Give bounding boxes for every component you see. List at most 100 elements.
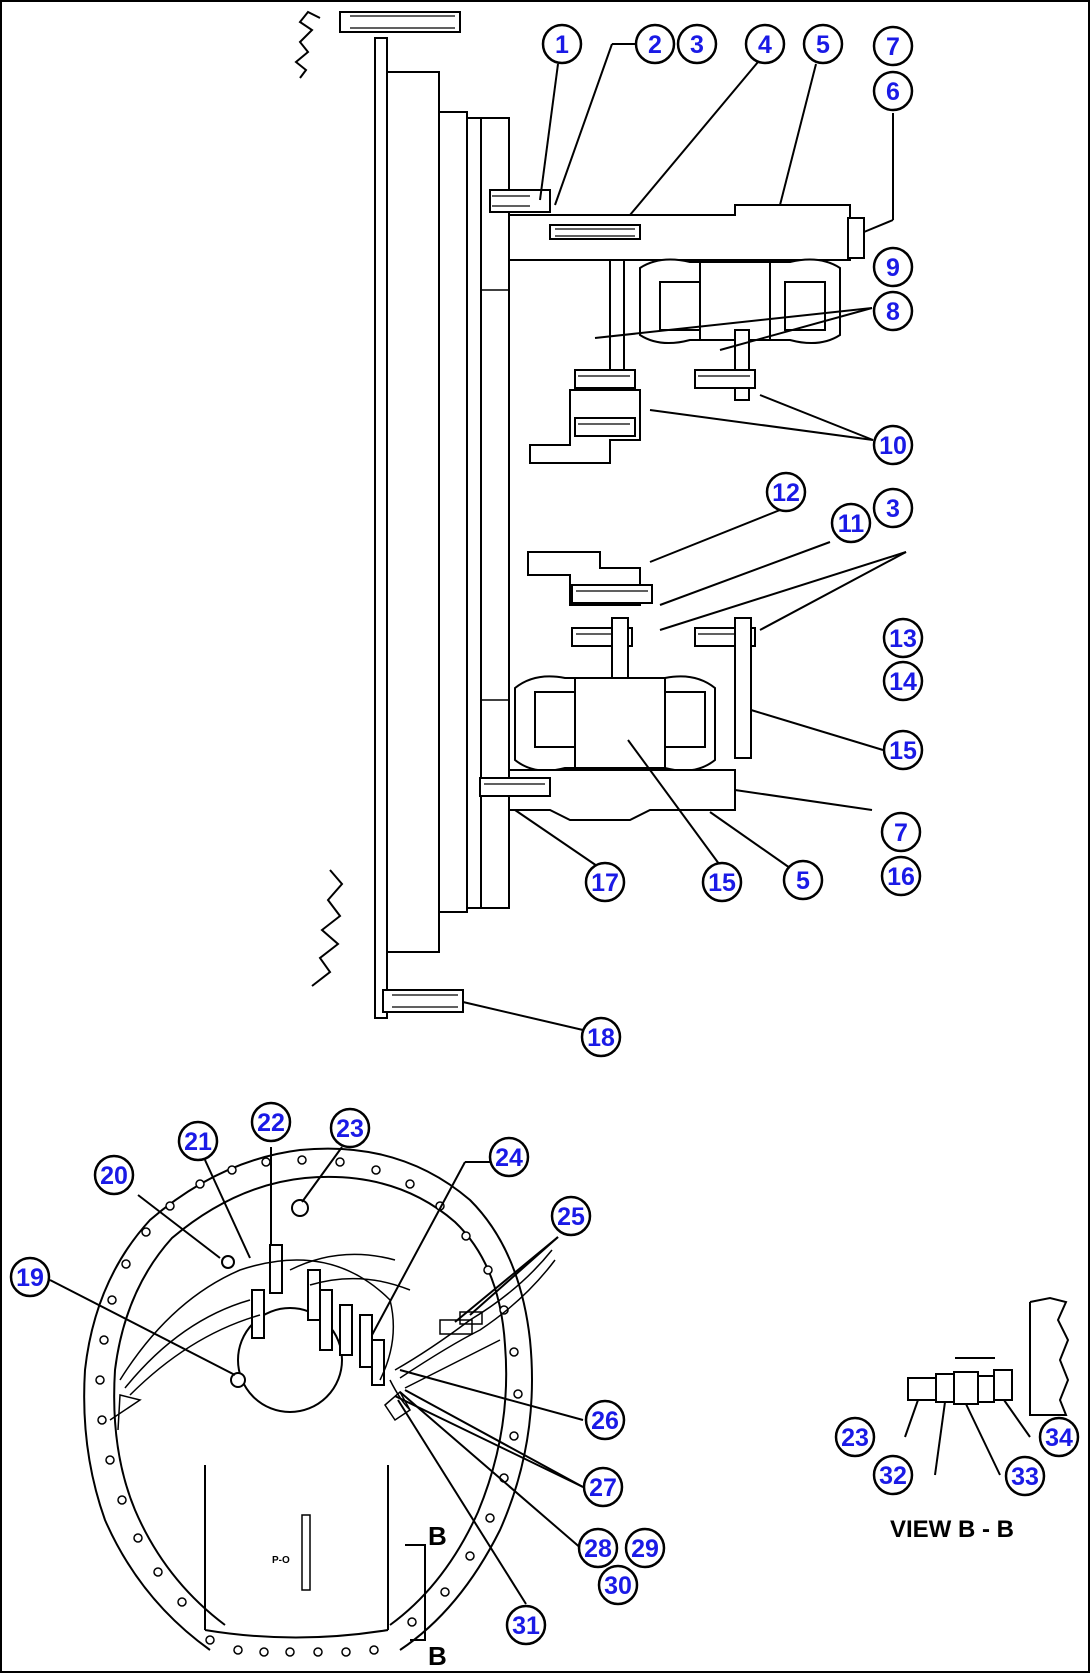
callout-label: 15 <box>889 737 917 765</box>
callout-c16: 16 <box>880 855 922 897</box>
callout-c13: 13 <box>882 617 924 659</box>
break-line-top <box>294 10 321 79</box>
callout-label: 18 <box>587 1024 615 1052</box>
callout-label: 24 <box>495 1144 523 1172</box>
callout-c24: 24 <box>488 1136 530 1178</box>
callout-c17: 17 <box>584 861 626 903</box>
callout-label: 19 <box>16 1264 44 1292</box>
callout-circle <box>250 1101 292 1143</box>
callout-label: 13 <box>889 625 917 653</box>
lower-coil-right-cap <box>664 691 706 748</box>
callout-circle <box>782 859 824 901</box>
callout-circle <box>882 660 924 702</box>
callout-label: 33 <box>1011 1463 1039 1491</box>
callout-label: 14 <box>889 668 917 696</box>
callout-c3b: 3 <box>872 487 914 529</box>
callout-c7a: 7 <box>872 25 914 67</box>
callout-circle <box>1004 1455 1046 1497</box>
upper-coil-left-cap <box>659 281 701 331</box>
callout-c6: 6 <box>872 70 914 112</box>
callout-c15b: 15 <box>701 861 743 903</box>
view-b-b-label: VIEW B - B <box>890 1516 1014 1543</box>
callout-circle <box>624 1527 666 1569</box>
lower-coil-left-cap <box>534 691 576 748</box>
section-marker-top: B <box>428 1521 447 1551</box>
front-view-assembly: P-O <box>83 1147 556 1671</box>
spacer-detail <box>977 1375 995 1403</box>
callout-label: 28 <box>584 1535 612 1563</box>
long-bolt-4 <box>549 224 641 240</box>
callout-circle <box>872 424 914 466</box>
callout-label: 10 <box>879 432 907 460</box>
flange-outer-ring <box>83 1147 533 1651</box>
callout-circle <box>550 1195 592 1237</box>
callout-label: 11 <box>838 510 865 538</box>
callout-circle <box>830 502 872 544</box>
callout-label: 20 <box>100 1162 128 1190</box>
callout-c31: 31 <box>505 1604 547 1646</box>
callout-label: 23 <box>336 1115 364 1143</box>
callout-circle <box>488 1136 530 1178</box>
stamp-label: P-O <box>272 1555 290 1566</box>
callout-circle <box>744 23 786 65</box>
callout-circle <box>880 811 922 853</box>
callout-c3a: 3 <box>676 23 718 65</box>
callout-label: 34 <box>1045 1424 1073 1452</box>
bolt-10b <box>694 369 756 389</box>
callout-c29: 29 <box>624 1527 666 1569</box>
bracket-34 <box>993 1369 1013 1401</box>
callout-c26: 26 <box>584 1399 626 1441</box>
callout-label: 8 <box>886 298 900 326</box>
callout-c20: 20 <box>93 1154 135 1196</box>
callout-circle <box>584 1399 626 1441</box>
callout-c18: 18 <box>580 1016 622 1058</box>
callout-circle <box>872 1454 914 1496</box>
callout-circle <box>1038 1416 1080 1458</box>
callout-label: 5 <box>796 867 810 895</box>
callout-label: 21 <box>184 1128 212 1156</box>
section-cut-line <box>405 1544 426 1641</box>
callout-circle <box>872 246 914 288</box>
callout-label: 9 <box>886 254 900 282</box>
callout-c8: 8 <box>872 290 914 332</box>
callout-c11: 11 <box>830 502 872 544</box>
callout-c5b: 5 <box>782 859 824 901</box>
terminal-strips <box>251 1244 385 1386</box>
callout-label: 29 <box>631 1535 659 1563</box>
callout-c27: 27 <box>582 1466 624 1508</box>
lower-leader-lines <box>49 1146 584 1605</box>
slot <box>301 1514 311 1591</box>
bolt-23 <box>291 1199 309 1217</box>
callout-label: 15 <box>708 869 736 897</box>
callout-circle <box>802 23 844 65</box>
housing-flange <box>386 71 440 953</box>
lower-coil <box>574 677 666 769</box>
callout-label: 25 <box>557 1203 585 1231</box>
spacer-right <box>734 329 750 401</box>
callout-c1: 1 <box>541 23 583 65</box>
callout-label: 27 <box>589 1474 617 1502</box>
bolt-11 <box>571 584 653 604</box>
nut-6 <box>847 217 865 259</box>
callout-circle <box>580 1016 622 1058</box>
bracket-section <box>1029 1296 1070 1416</box>
washer-32 <box>935 1373 955 1403</box>
bottom-bolt <box>382 989 464 1013</box>
callout-label: 32 <box>879 1462 907 1490</box>
callout-c28: 28 <box>577 1527 619 1569</box>
callout-circle <box>882 617 924 659</box>
callout-c22: 22 <box>250 1101 292 1143</box>
callout-label: 30 <box>604 1572 632 1600</box>
callout-label: 2 <box>648 31 662 59</box>
callout-label: 4 <box>758 31 772 59</box>
housing-step <box>438 111 468 913</box>
callout-circle <box>329 1107 371 1149</box>
top-bolt <box>339 11 461 33</box>
callout-c21: 21 <box>177 1120 219 1162</box>
callout-c14: 14 <box>882 660 924 702</box>
callout-label: 22 <box>257 1109 285 1137</box>
callout-circle <box>93 1154 135 1196</box>
callout-c10: 10 <box>872 424 914 466</box>
callout-c2: 2 <box>634 23 676 65</box>
